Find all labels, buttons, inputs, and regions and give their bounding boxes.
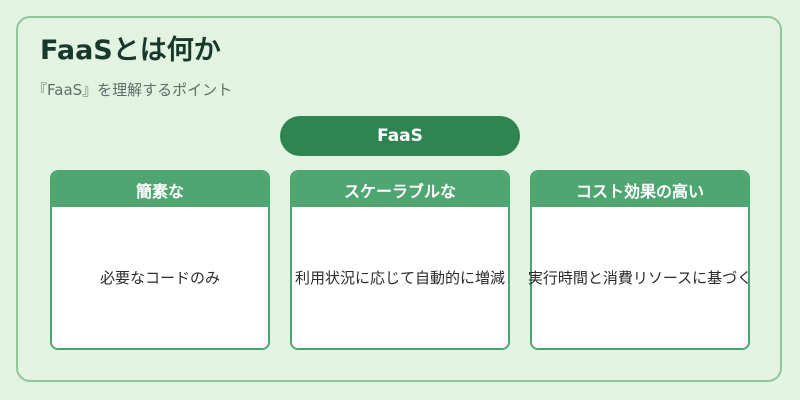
card-simple-body: 必要なコードのみ [99, 269, 220, 287]
card-scalable-heading: スケーラブルな [292, 172, 508, 207]
card-scalable: スケーラブルな 利用状況に応じて自動的に増減 [290, 170, 510, 350]
card-cost-effective-body: 実行時間と消費リソースに基づく [527, 269, 753, 287]
card-simple-heading: 簡素な [52, 172, 268, 207]
root-node-label: FaaS [377, 126, 423, 146]
root-node: FaaS [280, 116, 520, 156]
card-scalable-body: 利用状況に応じて自動的に増減 [294, 269, 505, 287]
card-simple: 簡素な 必要なコードのみ [50, 170, 270, 350]
card-cost-effective-heading: コスト効果の高い [532, 172, 748, 207]
page-subtitle: 『FaaS』を理解するポイント [32, 81, 233, 99]
card-cost-effective: コスト効果の高い 実行時間と消費リソースに基づく [527, 170, 753, 350]
page-title: FaaSとは何か [40, 35, 221, 66]
